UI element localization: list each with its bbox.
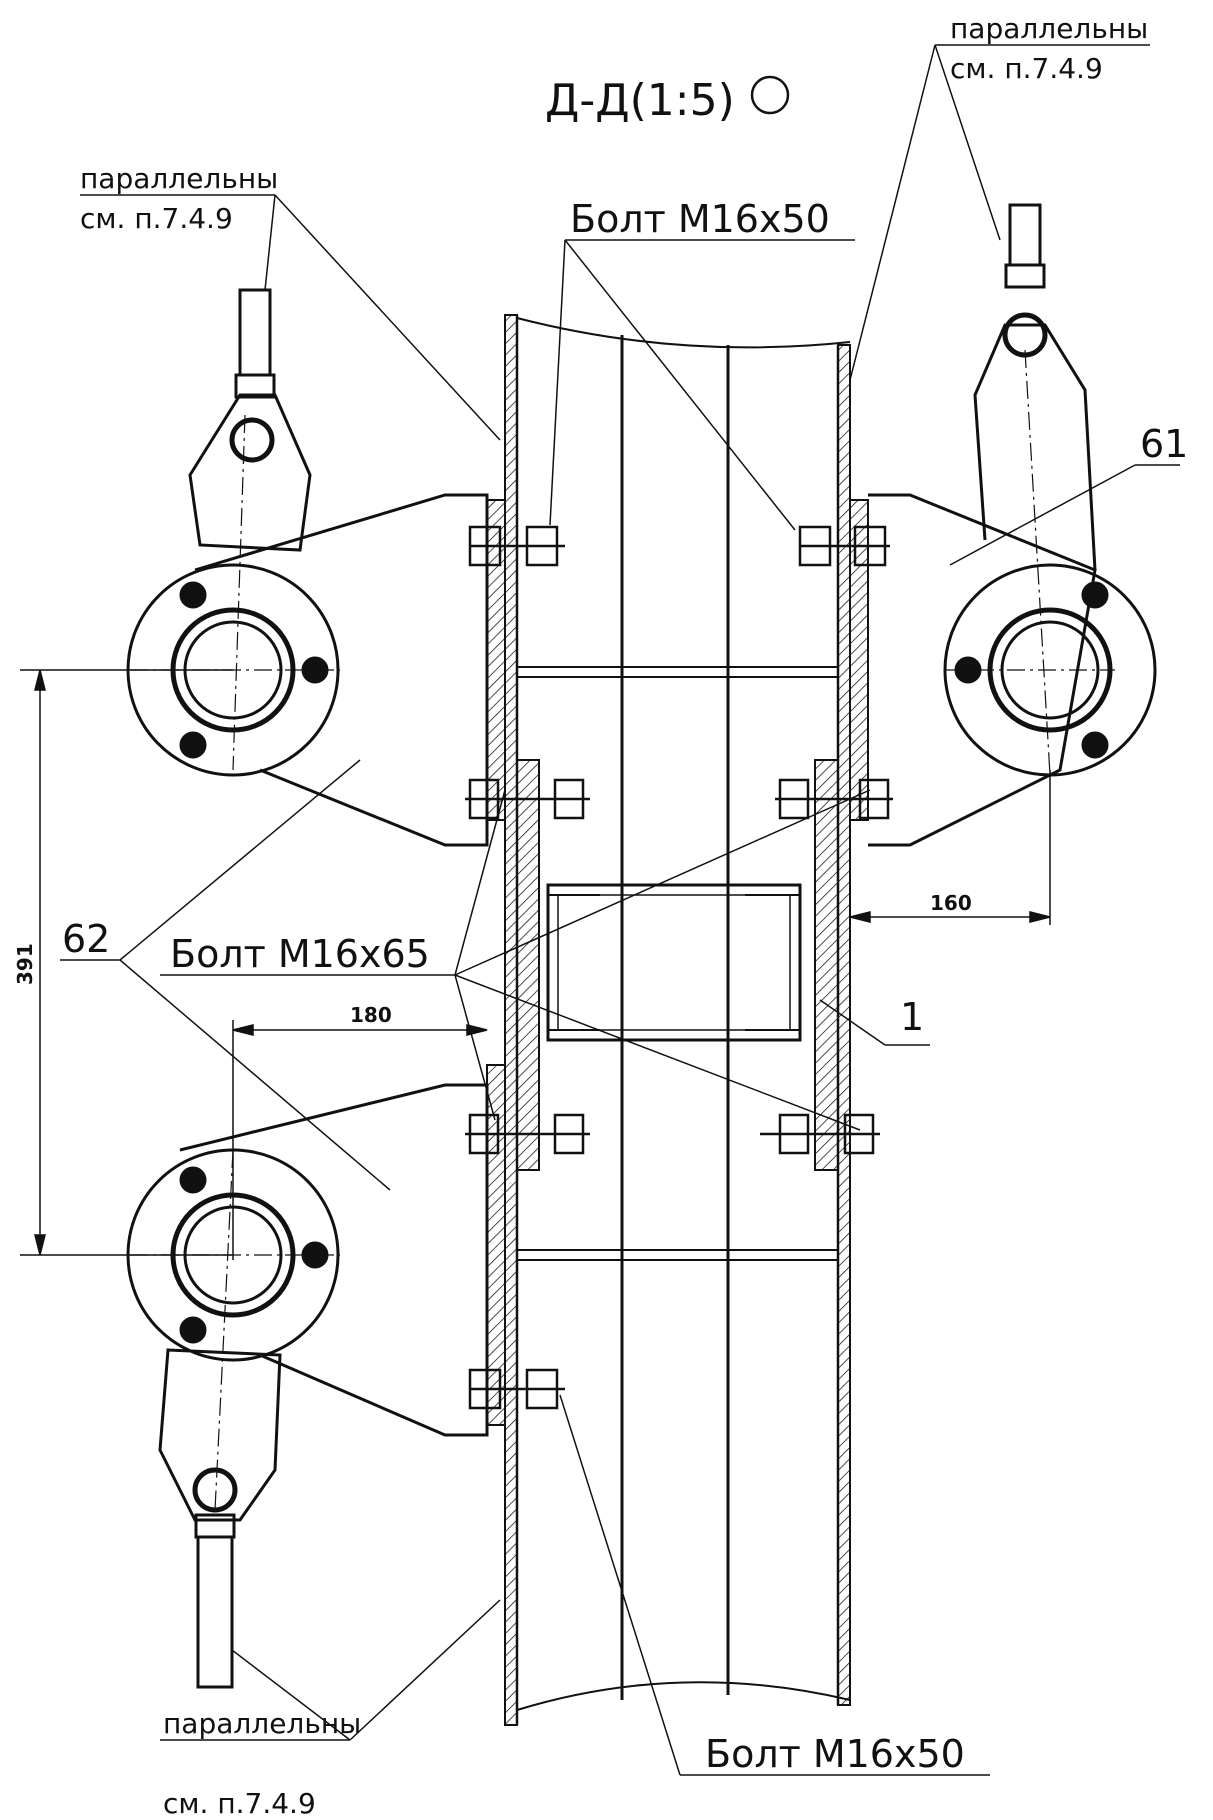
dimension-lines xyxy=(20,669,1051,1260)
position-1: 1 xyxy=(900,995,924,1039)
note-bottom-left-line2: см. п.7.4.9 xyxy=(163,1787,316,1820)
right-arm xyxy=(868,203,1157,847)
bolt-mid-left-1 xyxy=(465,778,590,820)
section-title: Д-Д(1:5) xyxy=(545,75,735,126)
leader-lines xyxy=(60,44,1180,1776)
note-top-right-line1: параллельны xyxy=(950,12,1148,45)
dim-160: 160 xyxy=(930,891,972,915)
position-62: 62 xyxy=(62,917,110,961)
bolt-top-left xyxy=(468,525,565,567)
left-lower-arm xyxy=(126,1083,489,1689)
spacer-plates xyxy=(486,499,869,1426)
bolt-group xyxy=(465,525,893,1410)
bolt-bottom-left xyxy=(468,1368,565,1410)
bolt-top-right xyxy=(798,525,890,567)
rotation-icon xyxy=(750,75,790,115)
note-top-right-line2: см. п.7.4.9 xyxy=(950,52,1103,85)
bolt-label-middle: Болт М16х65 xyxy=(170,932,430,976)
bolt-mid-right-2 xyxy=(760,1113,880,1155)
bolt-mid-left-2 xyxy=(465,1113,590,1155)
bolt-label-bottom: Болт М16х50 xyxy=(705,1732,965,1776)
note-top-left-line1: параллельны xyxy=(80,162,278,195)
channel-profile xyxy=(546,883,802,1042)
dim-391: 391 xyxy=(13,943,37,985)
dim-180: 180 xyxy=(350,1003,392,1027)
position-61: 61 xyxy=(1140,422,1188,466)
left-upper-arm xyxy=(126,288,489,847)
note-bottom-left-line1: параллельны xyxy=(163,1707,361,1740)
bolt-label-top: Болт М16х50 xyxy=(570,197,830,241)
bolt-mid-right-1 xyxy=(775,778,893,820)
main-column xyxy=(504,314,851,1726)
note-top-left-line2: см. п.7.4.9 xyxy=(80,202,233,235)
